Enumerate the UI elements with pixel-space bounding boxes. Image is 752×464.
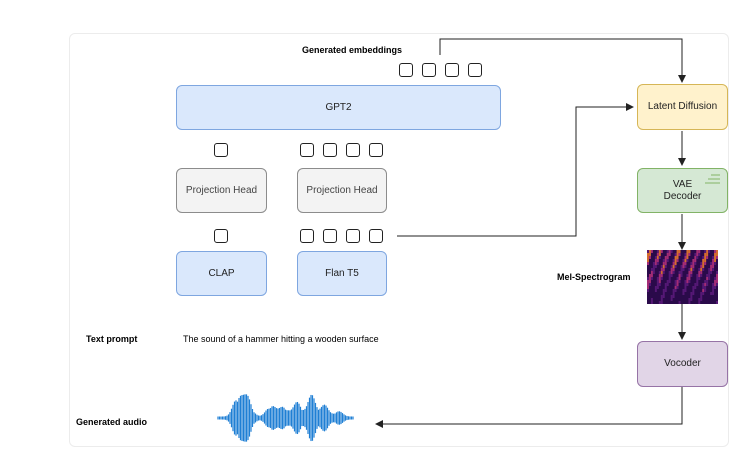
- encoder-token: [214, 229, 228, 243]
- text-prompt-label: Text prompt: [86, 334, 138, 344]
- projection-head-right-label: Projection Head: [306, 184, 378, 196]
- projection-token: [369, 143, 383, 157]
- flan-t5-box: Flan T5: [297, 251, 387, 296]
- projection-head-left-label: Projection Head: [185, 184, 258, 196]
- projection-head-left-box: Projection Head: [176, 168, 267, 213]
- vae-decoder-lines-icon: [705, 174, 720, 184]
- embedding-token: [399, 63, 413, 77]
- projection-token: [300, 143, 314, 157]
- encoder-token: [323, 229, 337, 243]
- vocoder-label: Vocoder: [664, 358, 701, 369]
- encoder-token: [346, 229, 360, 243]
- arrow-vocoder-to-audio: [375, 387, 683, 428]
- encoder-token: [300, 229, 314, 243]
- generated-embeddings-label: Generated embeddings: [302, 45, 403, 55]
- projection-token: [214, 143, 228, 157]
- diagram-frame: [69, 33, 729, 447]
- audio-waveform-image: [217, 394, 354, 442]
- vocoder-box: Vocoder: [637, 341, 728, 387]
- arrow-flan-to-latent-diffusion: [397, 103, 634, 237]
- gpt2-box: GPT2: [176, 85, 501, 130]
- mel-spectrogram-image: [647, 250, 718, 304]
- embedding-token: [445, 63, 459, 77]
- vae-decoder-label-line2: Decoder: [663, 190, 702, 202]
- projection-token: [323, 143, 337, 157]
- mel-spectrogram-label: Mel-Spectrogram: [557, 272, 631, 282]
- embedding-token: [422, 63, 436, 77]
- embedding-token: [468, 63, 482, 77]
- arrow-embeddings-to-latent-diffusion: [439, 38, 686, 83]
- projection-head-right-box: Projection Head: [297, 168, 387, 213]
- latent-diffusion-box: Latent Diffusion: [637, 84, 728, 130]
- vae-decoder-label-line1: VAE: [672, 178, 693, 190]
- latent-diffusion-label: Latent Diffusion: [647, 101, 718, 112]
- text-prompt-value: The sound of a hammer hitting a wooden s…: [183, 334, 379, 344]
- projection-token: [346, 143, 360, 157]
- flan-t5-label: Flan T5: [325, 267, 359, 279]
- clap-label: CLAP: [208, 267, 235, 279]
- gpt2-label: GPT2: [325, 101, 352, 113]
- encoder-token: [369, 229, 383, 243]
- clap-box: CLAP: [176, 251, 267, 296]
- generated-audio-label: Generated audio: [76, 417, 148, 427]
- vae-decoder-box: VAE Decoder: [637, 168, 728, 213]
